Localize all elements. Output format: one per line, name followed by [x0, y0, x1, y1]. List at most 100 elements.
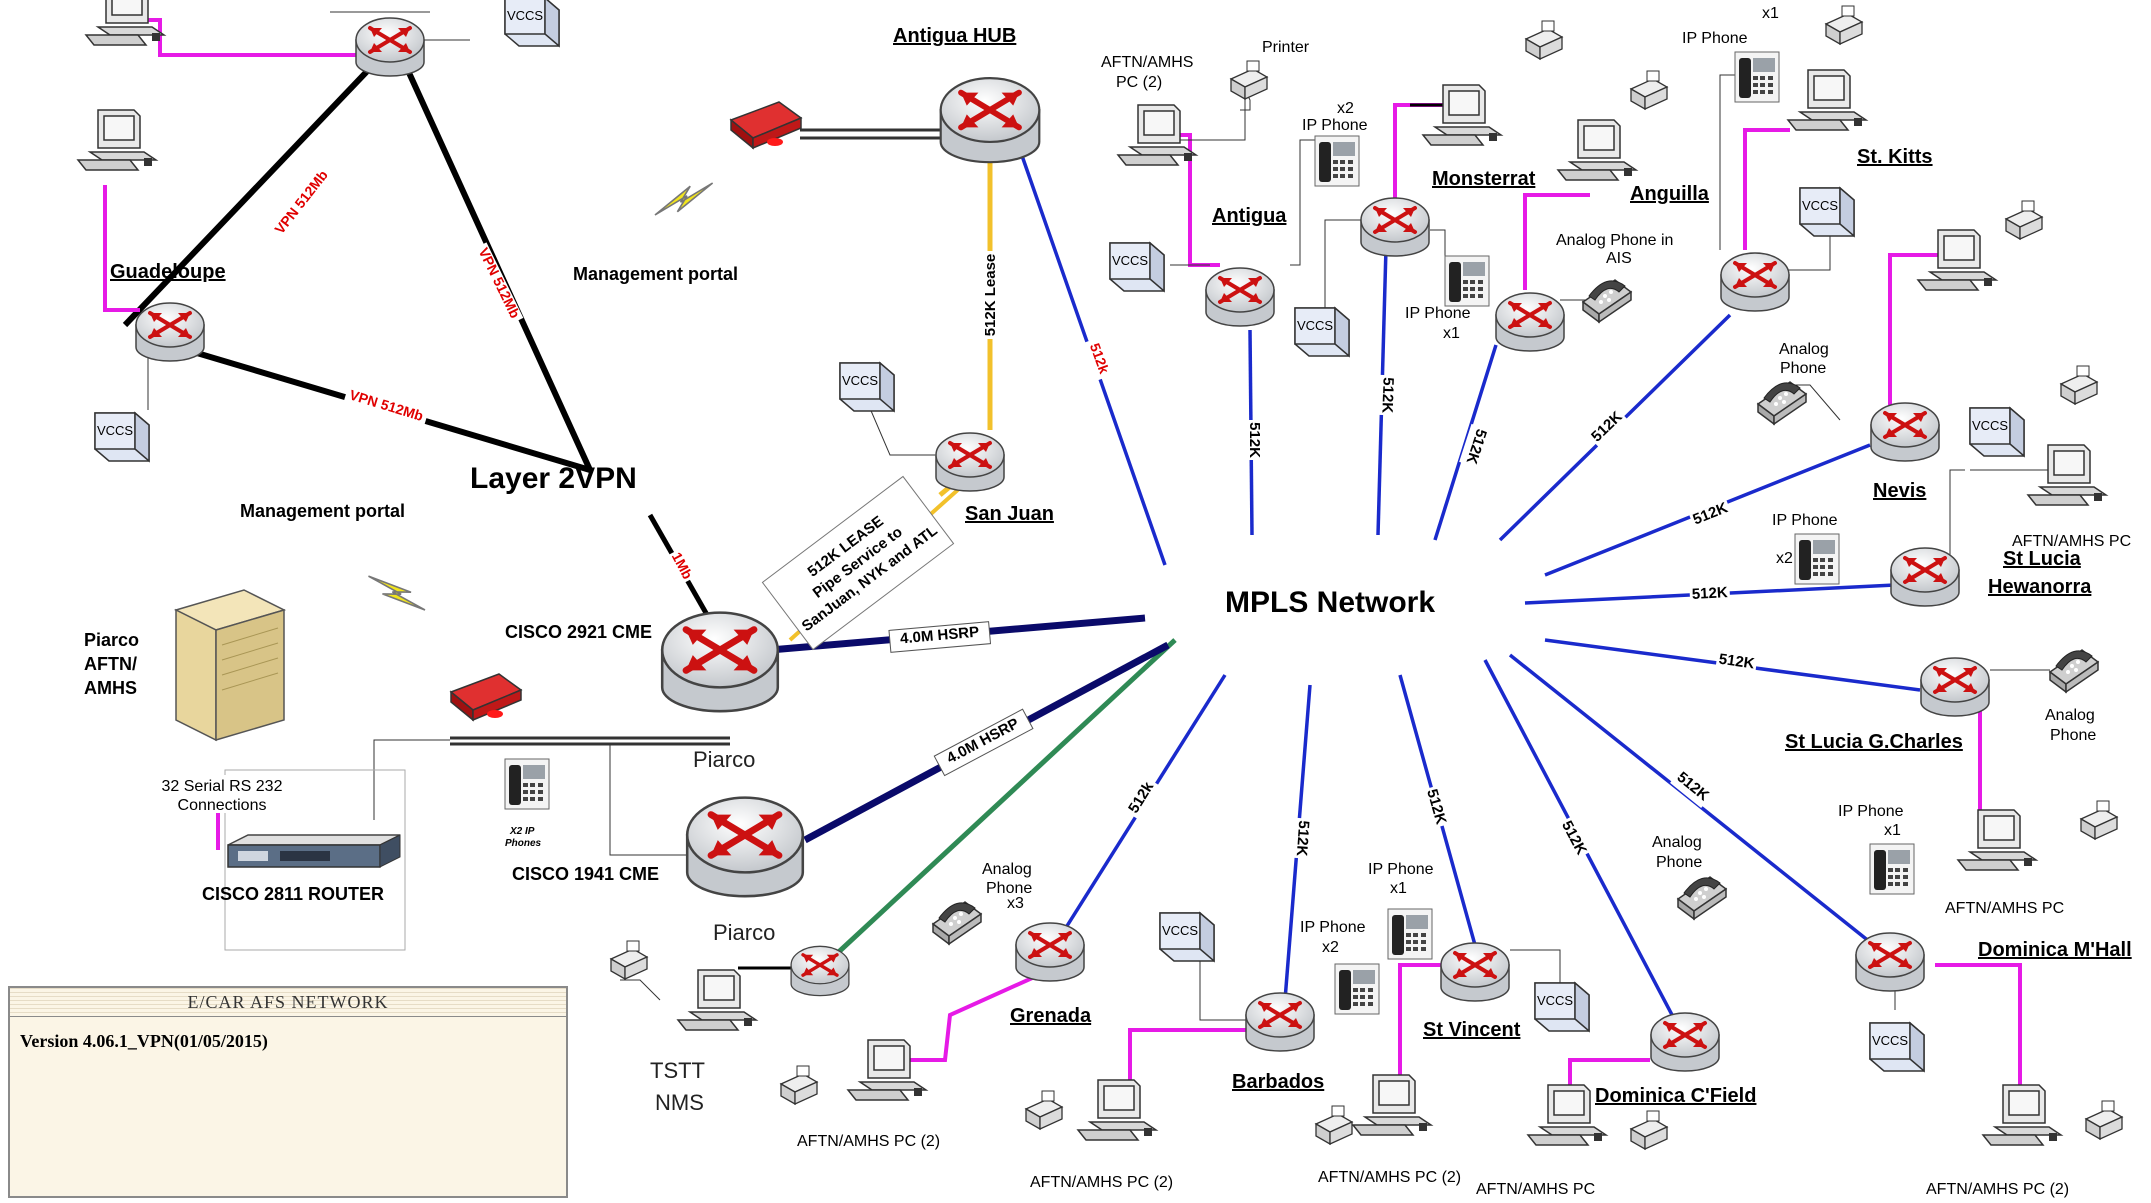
router-icon	[1889, 546, 1961, 608]
devices	[77, 0, 2123, 1150]
site-label-nevis: Nevis	[1873, 480, 1926, 502]
analog-phone-label: Phone	[1656, 854, 1702, 871]
cisco-2811-icon	[227, 834, 401, 868]
site-label-anguilla: Anguilla	[1630, 183, 1710, 205]
aftn-pc-label: AFTN/AMHS PC (2)	[1926, 1181, 2069, 1198]
router-icon	[134, 301, 206, 363]
ip-phone-count-label: x2	[1322, 939, 1339, 956]
ip-phone-label: IP Phone	[1302, 117, 1368, 134]
analog-phone-label: Analog	[2045, 707, 2095, 724]
pc-icon	[2027, 444, 2107, 506]
link-512k-label: 512K	[1293, 820, 1312, 857]
analog-phone-icon	[1757, 381, 1807, 425]
printer-icon	[1825, 5, 1863, 45]
pc-icon	[85, 0, 165, 46]
printer-icon	[1630, 1110, 1668, 1150]
analog-phone-label: Analog Phone in	[1556, 232, 1673, 249]
site-label-guadeloupe: Guadeloupe	[110, 261, 226, 283]
aftn-pc-label: AFTN/AMHS PC	[1476, 1181, 1595, 1198]
magenta-link	[140, 18, 360, 57]
site-label-st-vincent: St Vincent	[1423, 1019, 1521, 1041]
site-label-st-kitts: St. Kitts	[1857, 146, 1933, 168]
analog-phone-label: Phone	[1780, 360, 1826, 377]
router-icon	[1244, 991, 1316, 1053]
analog-phone-label: Analog	[982, 861, 1032, 878]
router-icon	[662, 613, 778, 712]
serial-label: 32 Serial RS 232	[162, 778, 283, 795]
vccs-icon	[1534, 982, 1590, 1032]
router-icon	[1494, 291, 1566, 353]
analog-phone-count-label: x3	[1007, 895, 1024, 912]
x2-ip-phones-label: X2 IP	[509, 826, 535, 837]
cisco-1941-label: CISCO 1941 CME	[512, 864, 659, 884]
management-portal-label: Management portal	[573, 264, 738, 284]
printer-icon	[2085, 1100, 2123, 1140]
modem-icon	[730, 101, 802, 149]
pc-icon	[1352, 1074, 1432, 1136]
lightning-icon	[654, 182, 714, 216]
site-label-monsterrat: Monsterrat	[1432, 168, 1536, 190]
ip-phone-label: IP Phone	[1300, 919, 1366, 936]
site-label-grenada: Grenada	[1010, 1005, 1092, 1027]
vccs-icon	[1969, 407, 2025, 457]
vccs-icon	[1799, 187, 1855, 237]
ip-phone-icon	[1794, 533, 1840, 585]
site-label-antigua: Antigua	[1212, 205, 1287, 227]
ip-phone-count-label: x1	[1884, 822, 1901, 839]
pc-icon	[1787, 69, 1867, 131]
site-label-st-lucia: St Lucia	[2003, 548, 2082, 570]
router-icon	[1014, 921, 1086, 983]
lightning-icon	[367, 559, 426, 627]
printer-icon	[2060, 365, 2098, 405]
piarco-aftn-label: AFTN/	[84, 654, 137, 674]
ip-phone-icon	[1869, 843, 1915, 895]
analog-phone-label: Phone	[986, 880, 1032, 897]
pc-icon	[1982, 1084, 2062, 1146]
management-portal-label: Management portal	[240, 501, 405, 521]
ip-phone-count-label: x2	[1337, 100, 1354, 117]
vccs-icon	[94, 412, 150, 462]
router-icon	[1649, 1011, 1721, 1073]
site-label-st-lucia-gcharles: St Lucia G.Charles	[1785, 731, 1963, 753]
vccs-icon	[1159, 912, 1215, 962]
cisco-2921-label: CISCO 2921 CME	[505, 622, 652, 642]
site-label-antigua-hub: Antigua HUB	[893, 25, 1016, 47]
layer2vpn-title: Layer 2VPN	[470, 462, 637, 495]
link-512k-label: 512K	[1718, 651, 1756, 673]
router-icon	[1359, 196, 1431, 258]
magenta-link	[1398, 963, 1445, 1085]
analog-phone-icon	[1677, 876, 1727, 920]
piarco-aftn-label: AMHS	[84, 678, 137, 698]
ip-phone-label: IP Phone	[1682, 30, 1748, 47]
router-icon	[934, 431, 1006, 493]
x2-ip-phones-label: Phones	[505, 838, 542, 849]
router-icon	[1719, 251, 1791, 313]
tstt-label: NMS	[655, 1090, 704, 1115]
lease-note: 512K LEASE Pipe Service to SanJuan, NYK …	[761, 475, 955, 651]
aftn-pc-label: AFTN/AMHS PC (2)	[797, 1133, 940, 1150]
printer-icon	[780, 1065, 818, 1105]
server-icon	[173, 589, 287, 742]
pc-icon	[1077, 1079, 1157, 1141]
aftn-pc-label: AFTN/AMHS PC	[1945, 900, 2064, 917]
ip-phone-label: IP Phone	[1368, 861, 1434, 878]
aftn-pc-label: AFTN/AMHS PC (2)	[1318, 1169, 1461, 1186]
ip-phone-count-label: x1	[1443, 325, 1460, 342]
router-icon	[687, 798, 803, 897]
legend-version: Version 4.06.1_VPN(01/05/2015)	[20, 1031, 268, 1051]
pc-icon	[1957, 809, 2037, 871]
ip-phone-icon	[504, 758, 550, 810]
printer-icon	[1230, 60, 1268, 100]
printer-icon	[610, 940, 648, 980]
analog-phone-label: AIS	[1606, 250, 1632, 267]
site-label-san-juan: San Juan	[965, 503, 1054, 525]
magenta-link	[1743, 128, 1790, 250]
vpn-label: VPN 512Mb	[271, 167, 331, 237]
piarco-router-label: Piarco	[713, 920, 775, 945]
magenta-link	[1523, 193, 1590, 290]
cisco-2811-label: CISCO 2811 ROUTER	[202, 884, 384, 904]
vpn-link	[122, 39, 398, 328]
magenta-link	[103, 185, 140, 312]
vccs-icon	[1294, 307, 1350, 357]
router-icon	[354, 16, 426, 78]
